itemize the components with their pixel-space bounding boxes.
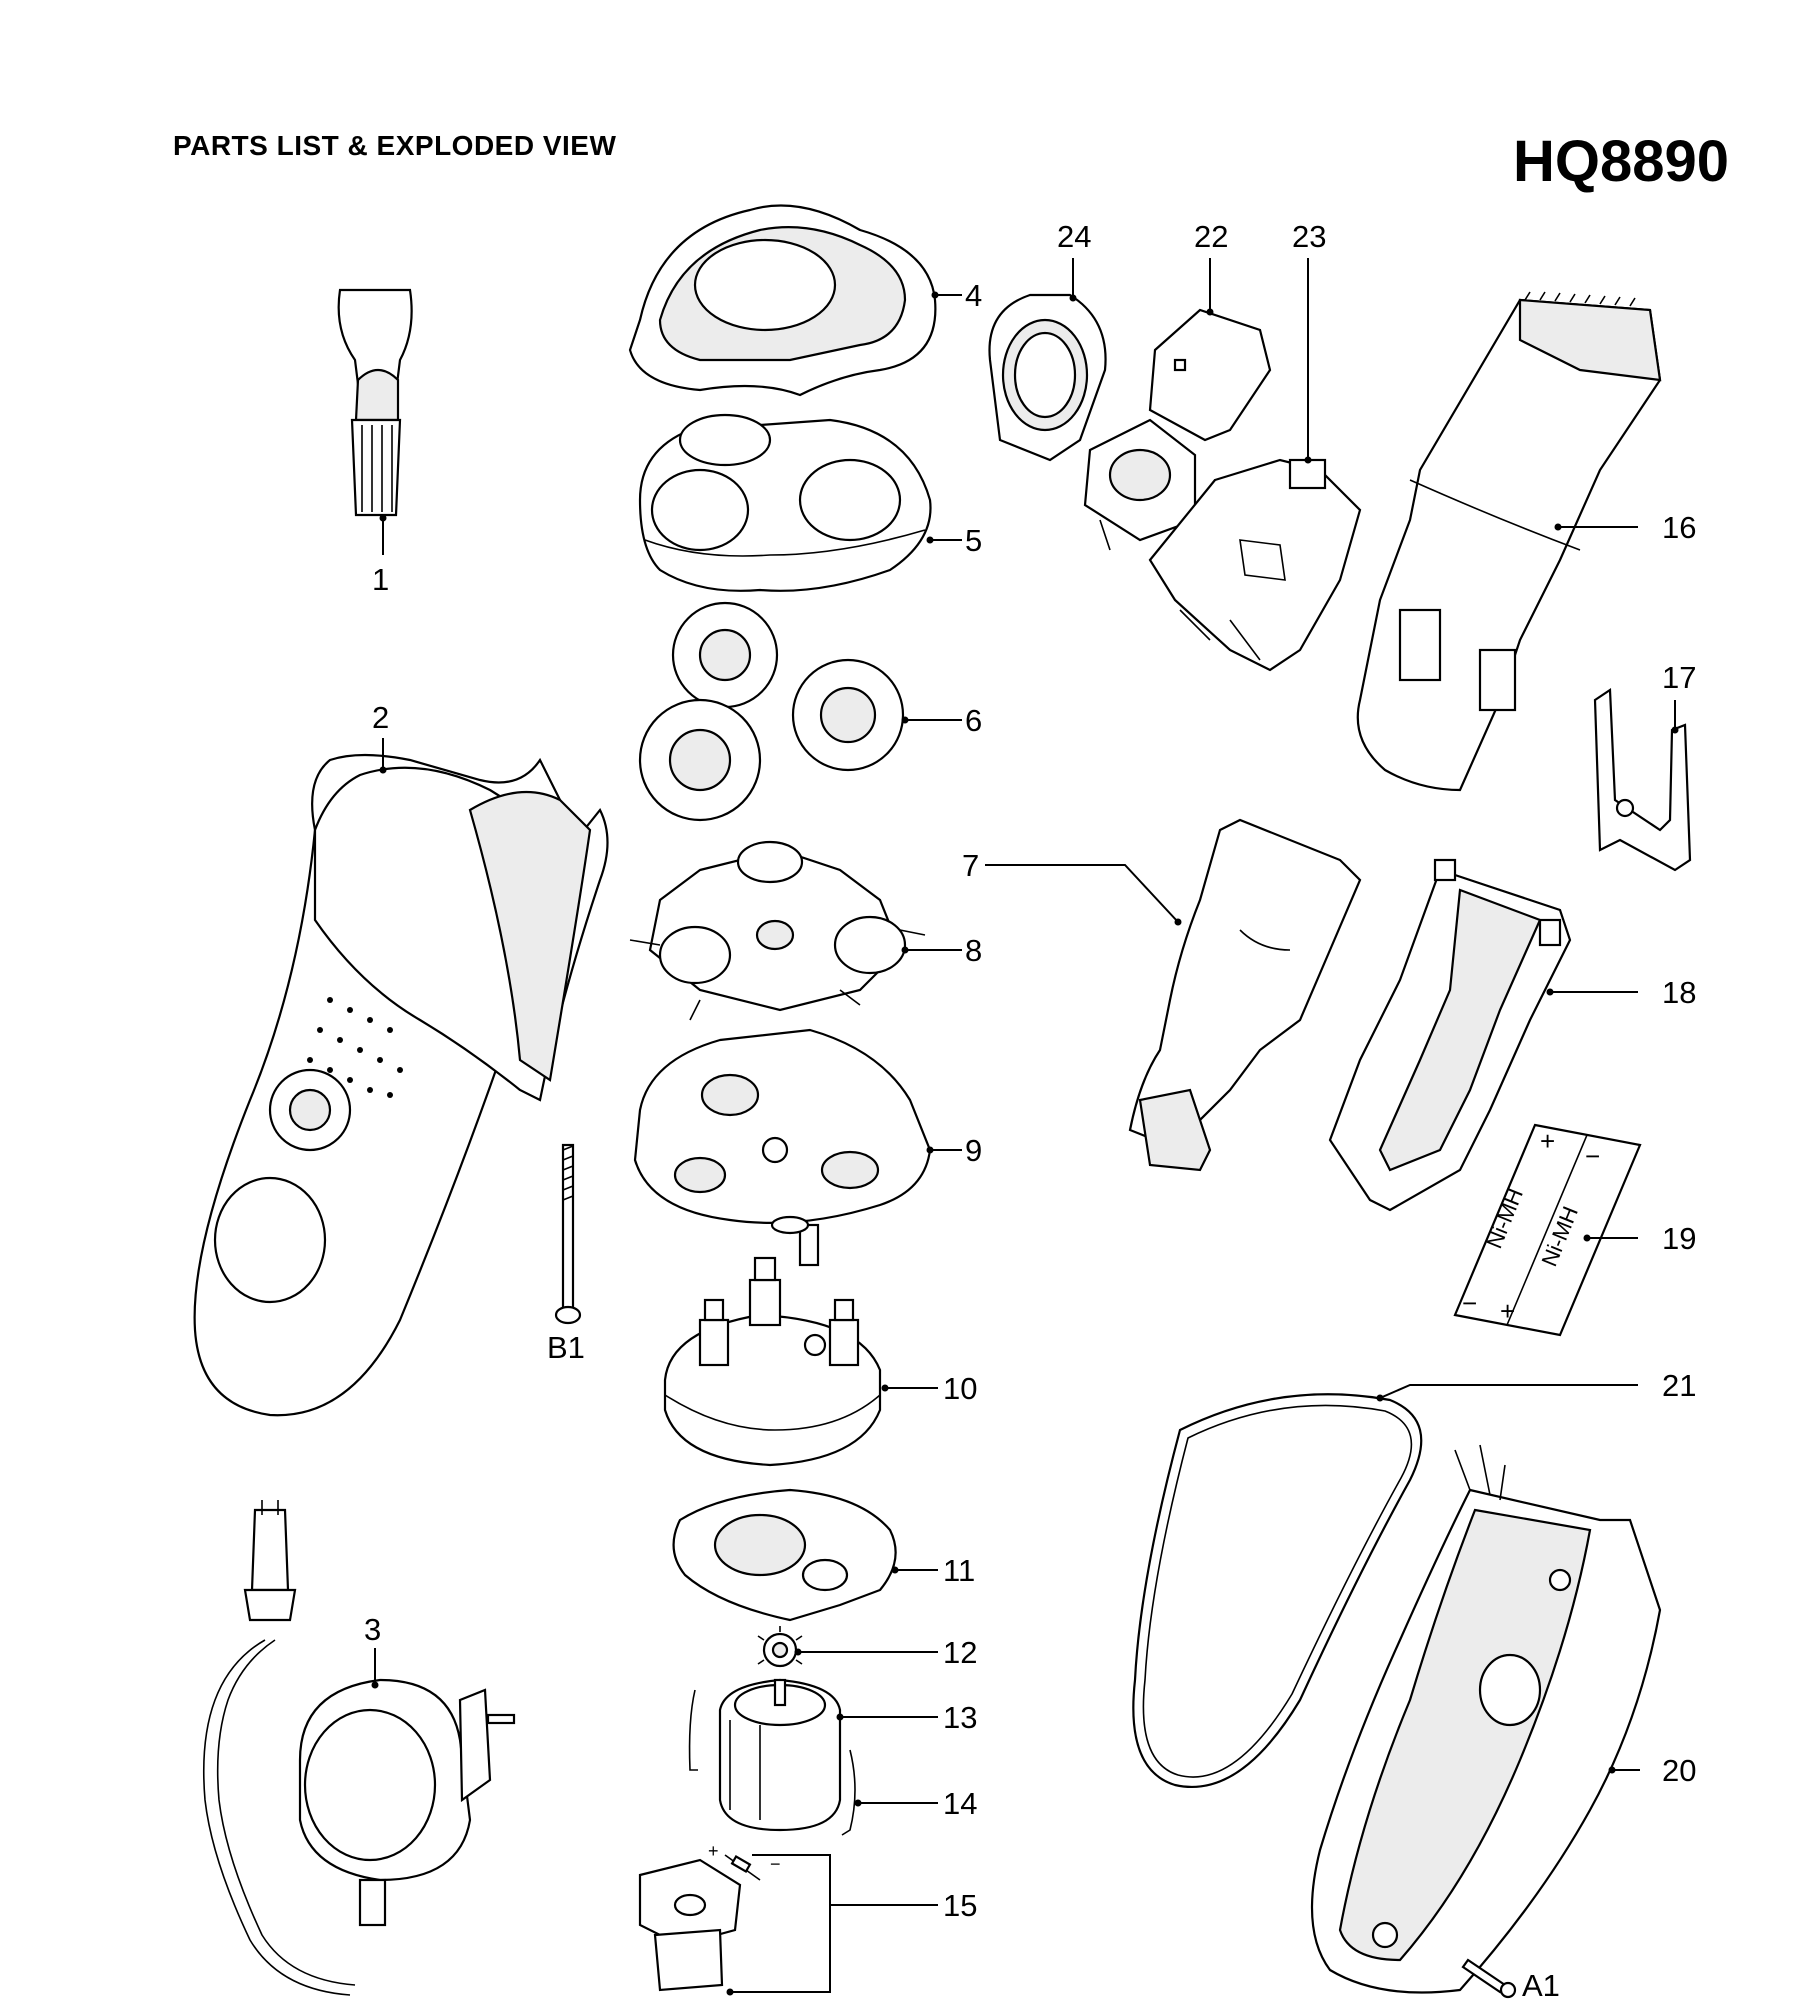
battery-1-minus: − xyxy=(1462,1288,1477,1318)
leader-dot-14 xyxy=(854,1799,862,1807)
leader-dot-23 xyxy=(1304,456,1312,464)
leader-7 xyxy=(985,864,1179,923)
leader-dot-18 xyxy=(1546,988,1554,996)
callout-3: 3 xyxy=(364,1612,381,1647)
gasket-ring-inner xyxy=(1142,1404,1413,1778)
callout-10: 10 xyxy=(943,1371,977,1406)
model-number: HQ8890 xyxy=(1512,129,1729,194)
long-hair-trimmer xyxy=(1356,291,1662,792)
callout-13: 13 xyxy=(943,1700,977,1735)
callout-19: 19 xyxy=(1662,1221,1696,1256)
battery-compartment xyxy=(1328,858,1572,1212)
callout-17: 17 xyxy=(1662,660,1696,695)
callout-23: 23 xyxy=(1292,219,1326,254)
on-off-switch xyxy=(1083,308,1272,561)
housing-rear xyxy=(1310,1444,1662,1994)
shaving-unit-holder xyxy=(633,1028,932,1267)
leader-dot-15 xyxy=(726,1988,734,1996)
leader-dot-1 xyxy=(379,514,387,522)
bracket-15 xyxy=(730,1854,831,1993)
callout-15: 15 xyxy=(943,1888,977,1923)
callout-6: 6 xyxy=(965,703,982,738)
callout-9: 9 xyxy=(965,1133,982,1168)
leader-dot-16 xyxy=(1554,523,1562,531)
leader-dot-13 xyxy=(836,1713,844,1721)
leader-dot-5 xyxy=(926,536,934,544)
callout-12: 12 xyxy=(943,1635,977,1670)
leader-dot-11 xyxy=(891,1566,899,1574)
pcb-bracket xyxy=(638,1854,761,1992)
callout-14: 14 xyxy=(943,1786,977,1821)
leader-dot-2 xyxy=(379,766,387,774)
callout-24: 24 xyxy=(1057,219,1091,254)
leader-dot-24 xyxy=(1069,294,1077,302)
leader-dot-9 xyxy=(926,1146,934,1154)
motor-clips xyxy=(688,1689,856,1836)
polarity-plus: + xyxy=(708,1841,719,1861)
shaving-heads xyxy=(638,601,905,822)
spring-clip xyxy=(1593,688,1692,872)
callout-1: 1 xyxy=(372,562,389,597)
leader-dot-17 xyxy=(1671,726,1679,734)
screw-b1 xyxy=(554,1143,582,1325)
screw-a1 xyxy=(1461,1958,1517,1999)
leader-dot-3 xyxy=(371,1681,379,1689)
housing-front xyxy=(193,753,609,1417)
page-title: PARTS LIST & EXPLODED VIEW xyxy=(173,130,617,161)
callout-16: 16 xyxy=(1662,510,1696,545)
power-adapter xyxy=(202,1500,516,1996)
leader-dot-12 xyxy=(794,1648,802,1656)
callout-8: 8 xyxy=(965,933,982,968)
leader-dot-22 xyxy=(1206,308,1214,316)
callout-7: 7 xyxy=(962,848,979,883)
leader-dot-10 xyxy=(881,1384,889,1392)
gasket-ring xyxy=(1132,1393,1423,1789)
callout-18: 18 xyxy=(1662,975,1696,1010)
leader-dot-7 xyxy=(1174,918,1182,926)
callout-21: 21 xyxy=(1662,1368,1696,1403)
drive-gear xyxy=(757,1626,803,1668)
battery-1-plus: + xyxy=(1540,1126,1555,1156)
callout-2: 2 xyxy=(372,700,389,735)
callout-4: 4 xyxy=(965,278,982,313)
callout-a1: A1 xyxy=(1522,1968,1560,2000)
seal-plate xyxy=(672,1488,897,1622)
leader-dot-19 xyxy=(1583,1234,1591,1242)
frame-bracket xyxy=(1148,458,1362,672)
callout-20: 20 xyxy=(1662,1753,1696,1788)
leader-dot-6 xyxy=(901,716,909,724)
leader-21 xyxy=(1379,1384,1638,1399)
leader-dot-4 xyxy=(931,291,939,299)
callout-22: 22 xyxy=(1194,219,1228,254)
nimh-batteries: Ni-MH Ni-MH + − − + xyxy=(1453,1123,1642,1337)
battery-holder-plate xyxy=(1128,818,1362,1172)
callout-11: 11 xyxy=(943,1553,975,1588)
drive-mechanism xyxy=(663,1256,882,1467)
cleaning-brush xyxy=(337,288,413,517)
shaving-unit-frame xyxy=(638,413,932,592)
callout-5: 5 xyxy=(965,523,982,558)
switch-ring xyxy=(988,293,1107,462)
callout-b1: B1 xyxy=(547,1330,585,1365)
polarity-minus: − xyxy=(770,1854,781,1874)
leader-dot-20 xyxy=(1608,1766,1616,1774)
leader-dot-21 xyxy=(1376,1394,1384,1402)
leader-dot-8 xyxy=(901,946,909,954)
battery-2-minus: − xyxy=(1585,1141,1600,1171)
protection-cap xyxy=(628,204,937,397)
retaining-frame xyxy=(629,840,926,1021)
motor xyxy=(718,1678,842,1832)
battery-2-plus: + xyxy=(1500,1296,1515,1326)
